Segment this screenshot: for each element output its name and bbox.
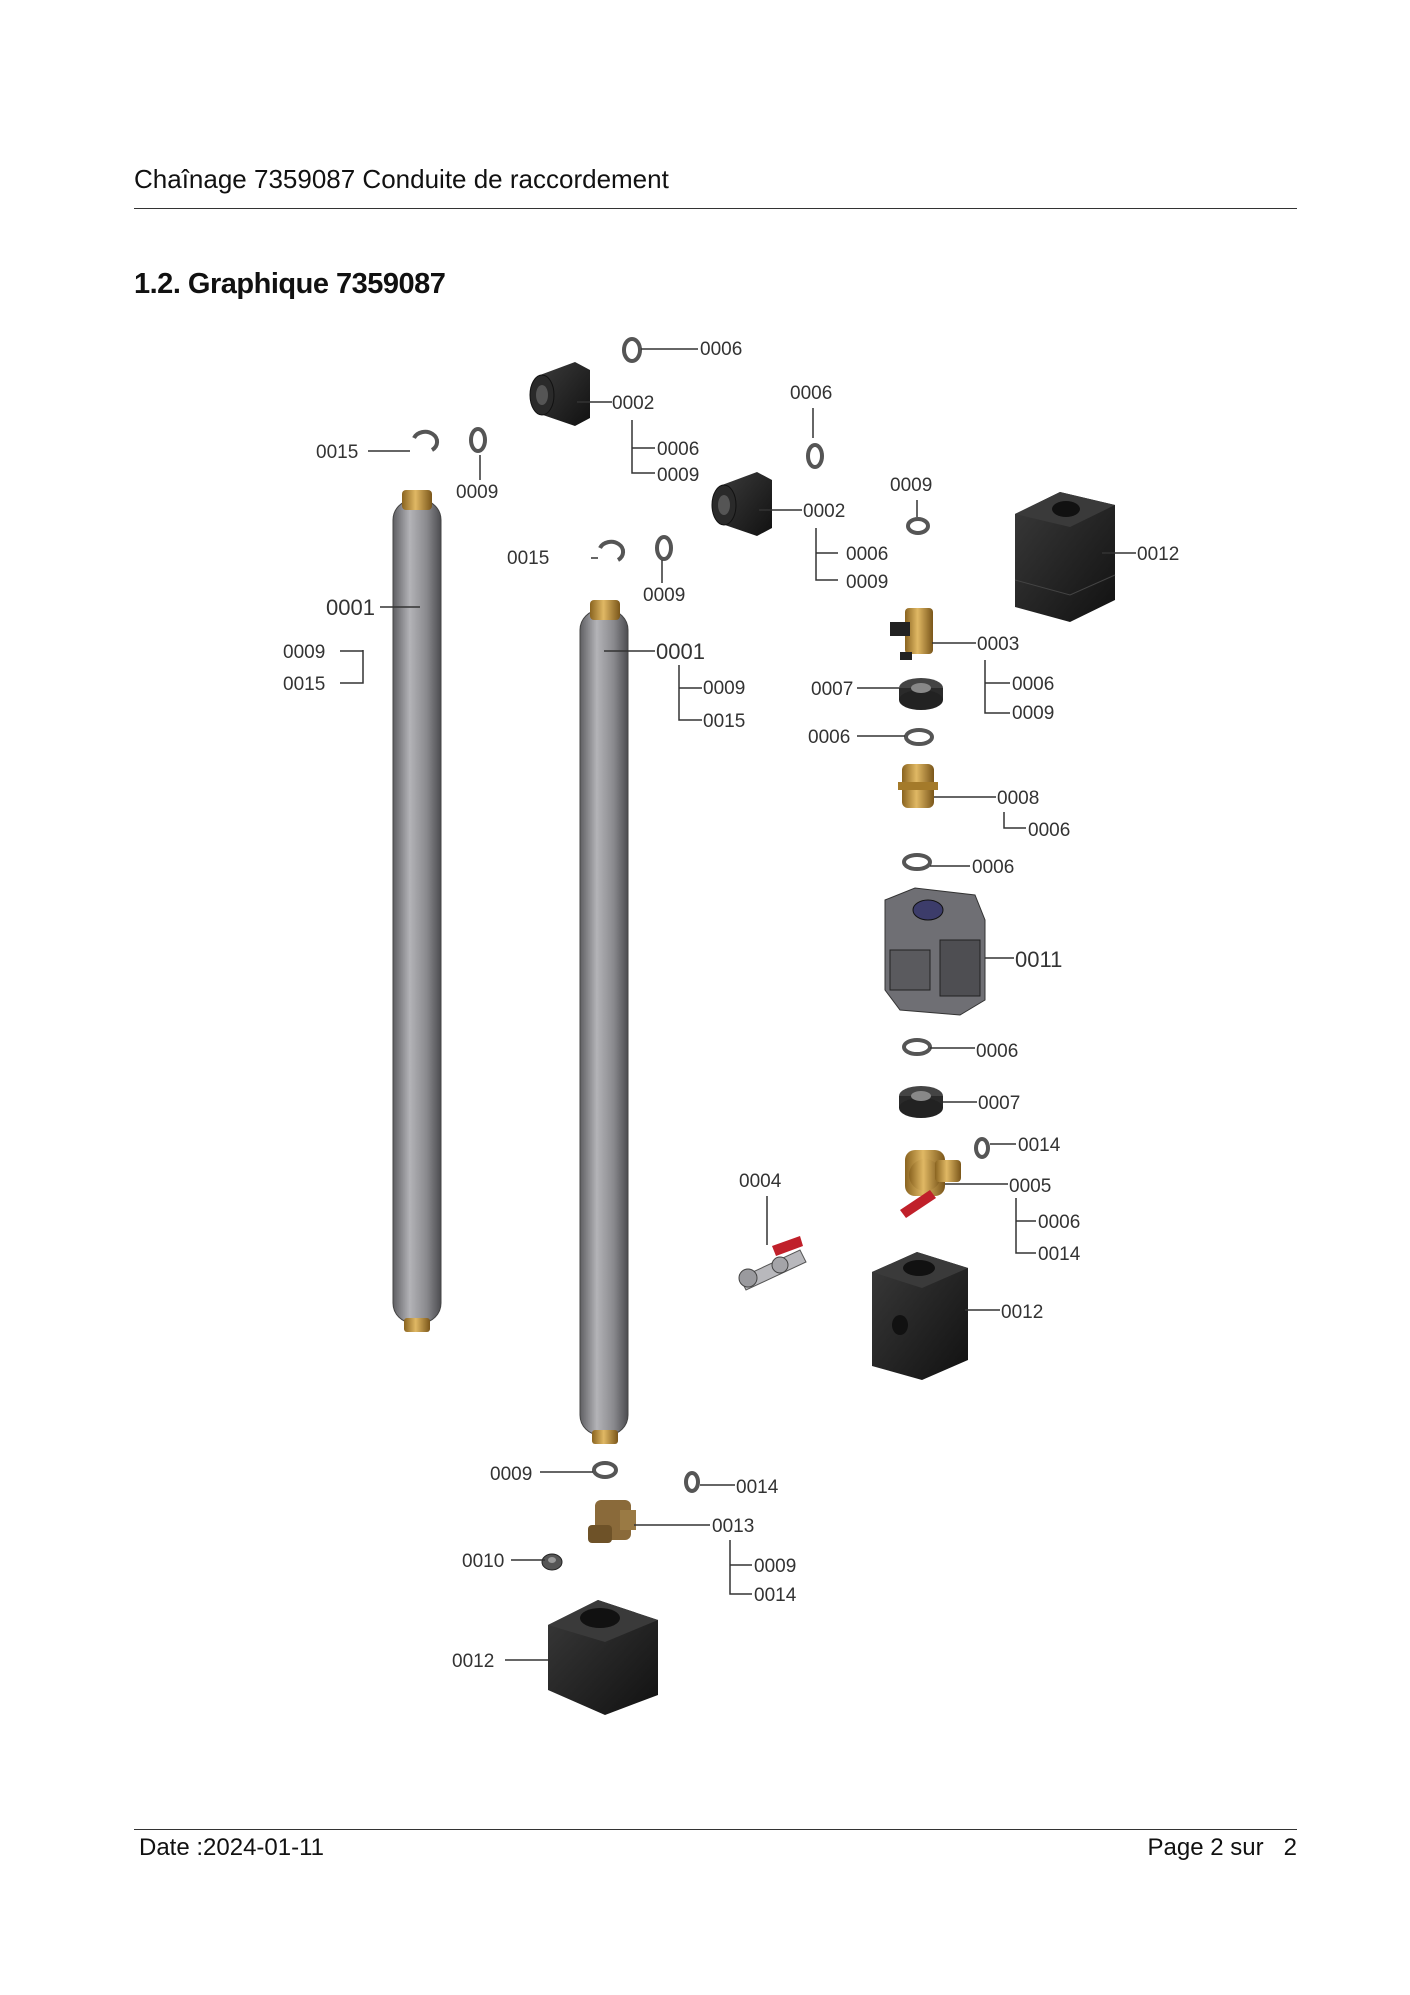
cap-lower — [711, 472, 772, 536]
callout-0010: 0010 — [462, 1551, 504, 1572]
callout-0005: 0005 — [1009, 1176, 1051, 1197]
callout-0009: 0009 — [657, 465, 699, 486]
callout-0006: 0006 — [972, 857, 1014, 878]
callout-0013: 0013 — [712, 1516, 754, 1537]
fitting-0008 — [898, 764, 938, 808]
ball-valve-0005 — [900, 1150, 961, 1218]
callout-0006: 0006 — [976, 1041, 1018, 1062]
callout-0003: 0003 — [977, 634, 1019, 655]
section-title: 1.2. Graphique 7359087 — [134, 268, 446, 300]
callout-0009: 0009 — [490, 1464, 532, 1485]
callout-0014: 0014 — [1038, 1244, 1081, 1265]
callout-labels: 0006 0002 0006 0009 0015 0009 0006 0002 … — [283, 339, 1179, 1672]
callout-0015: 0015 — [316, 442, 358, 463]
callout-0012: 0012 — [1001, 1302, 1043, 1323]
callout-0004: 0004 — [739, 1171, 782, 1192]
leader-lines — [340, 348, 1136, 1661]
callout-0012: 0012 — [1137, 544, 1179, 565]
elbow-fitting-0013 — [588, 1500, 636, 1543]
callout-0008: 0008 — [997, 788, 1039, 809]
callout-0006: 0006 — [657, 439, 699, 460]
nut-0007-upper — [899, 678, 943, 710]
callout-0006: 0006 — [1012, 674, 1054, 695]
callout-0007: 0007 — [978, 1093, 1020, 1114]
callout-0002: 0002 — [612, 393, 654, 414]
callout-0006: 0006 — [1028, 820, 1070, 841]
insulation-block-bottom — [548, 1600, 658, 1715]
cap-upper — [529, 362, 590, 426]
callout-0001: 0001 — [656, 639, 705, 664]
insulation-block-top — [1014, 492, 1116, 622]
callout-0006: 0006 — [790, 383, 832, 404]
callout-0015: 0015 — [283, 674, 325, 695]
clip-icons — [412, 429, 626, 562]
callout-0006: 0006 — [808, 727, 850, 748]
callout-0012: 0012 — [452, 1651, 494, 1672]
callout-0014: 0014 — [736, 1477, 779, 1498]
callout-0014: 0014 — [754, 1585, 797, 1606]
callout-0006: 0006 — [1038, 1212, 1080, 1233]
footer-page-total: 2 — [1283, 1834, 1297, 1861]
callout-0011: 0011 — [1015, 947, 1062, 972]
callout-0006: 0006 — [846, 544, 888, 565]
callout-0009: 0009 — [283, 642, 325, 663]
callout-0015: 0015 — [703, 711, 745, 732]
callout-0009: 0009 — [754, 1556, 796, 1577]
gasket-icons — [469, 337, 990, 1493]
callout-0001: 0001 — [326, 595, 375, 620]
pipe-right — [579, 600, 629, 1444]
callout-0015: 0015 — [507, 548, 549, 569]
header-divider — [134, 208, 1297, 209]
footer-date: Date :2024-01-11 — [139, 1834, 325, 1861]
callout-0006: 0006 — [700, 339, 742, 360]
callout-0009: 0009 — [1012, 703, 1054, 724]
callout-0009: 0009 — [703, 678, 745, 699]
footer-divider — [134, 1829, 1297, 1830]
cap-0010 — [541, 1553, 563, 1571]
pump-0011 — [884, 887, 986, 1016]
pipe-left — [392, 490, 442, 1332]
drain-valve-0004 — [738, 1236, 807, 1291]
valve-0003 — [890, 608, 933, 660]
callout-0009: 0009 — [456, 482, 498, 503]
insulation-block-middle — [872, 1252, 968, 1380]
footer-page-number: Page 2 sur 2 — [1148, 1834, 1297, 1862]
callout-0014: 0014 — [1018, 1135, 1061, 1156]
callout-0009: 0009 — [643, 585, 685, 606]
callout-0002: 0002 — [803, 501, 845, 522]
callout-0009: 0009 — [890, 475, 932, 496]
callout-0009: 0009 — [846, 572, 888, 593]
document-header-title: Chaînage 7359087 Conduite de raccordemen… — [134, 164, 669, 194]
nut-0007-lower — [899, 1086, 943, 1118]
footer-page-prefix: Page 2 sur — [1147, 1834, 1264, 1861]
callout-0007: 0007 — [811, 679, 853, 700]
